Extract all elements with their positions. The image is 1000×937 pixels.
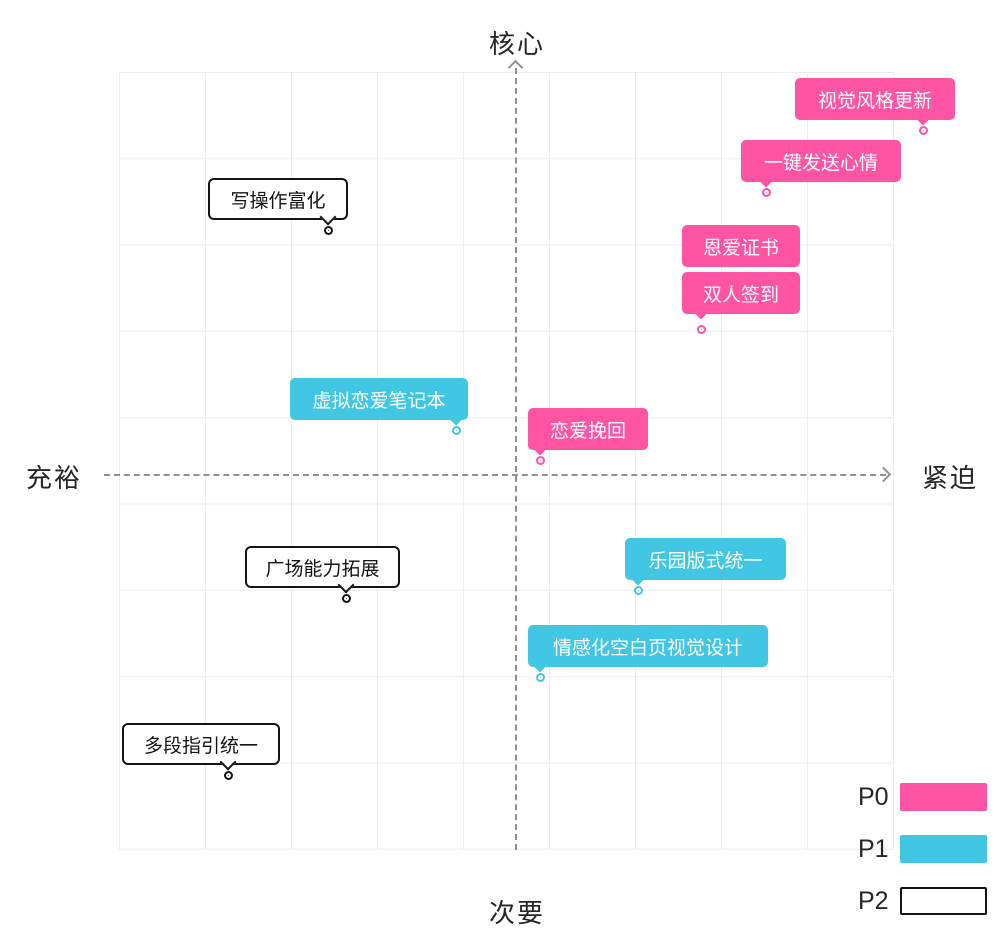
legend-label-p1: P1 (858, 834, 889, 863)
matrix-item: 广场能力拓展 (245, 546, 400, 601)
matrix-item: 多段指引统一 (122, 723, 280, 778)
axis-label-top: 核心 (489, 29, 546, 59)
matrix-item: 乐园版式统一 (625, 538, 786, 593)
item-dot (538, 458, 543, 463)
legend-swatch-p1 (900, 835, 987, 863)
legend-label-p2: P2 (858, 886, 889, 915)
legend-label-p0: P0 (858, 782, 889, 811)
legend: P0 P1 P2 (858, 782, 987, 937)
matrix-item: 恩爱证书 (682, 225, 800, 267)
item-card[interactable]: 广场能力拓展 (245, 546, 400, 588)
item-card[interactable]: 虚拟恋爱笔记本 (290, 378, 468, 420)
legend-row-p1: P1 (858, 834, 987, 864)
matrix-item: 一键发送心情 (741, 140, 901, 195)
matrix-item: 情感化空白页视觉设计 (528, 625, 768, 680)
item-dot (699, 327, 704, 332)
item-card[interactable]: 情感化空白页视觉设计 (528, 625, 768, 667)
matrix-item: 恋爱挽回 (528, 408, 648, 463)
matrix-item: 双人签到 (682, 272, 800, 332)
item-dot (454, 428, 459, 433)
item-dot (226, 773, 231, 778)
axis-label-right: 紧迫 (922, 463, 979, 493)
axis-label-left: 充裕 (26, 463, 83, 493)
item-card[interactable]: 视觉风格更新 (795, 78, 955, 120)
legend-swatch-p2 (900, 887, 987, 915)
axis-label-bottom: 次要 (489, 898, 546, 928)
matrix-item: 虚拟恋爱笔记本 (290, 378, 468, 433)
horizontal-axis-line (104, 474, 886, 476)
item-dot (764, 190, 769, 195)
item-card[interactable]: 多段指引统一 (122, 723, 280, 765)
item-card[interactable]: 写操作富化 (208, 178, 348, 220)
legend-row-p2: P2 (858, 886, 987, 916)
item-card[interactable]: 恋爱挽回 (528, 408, 648, 450)
item-dot (921, 128, 926, 133)
legend-row-p0: P0 (858, 782, 987, 812)
legend-swatch-p0 (900, 783, 987, 811)
item-dot (538, 675, 543, 680)
item-dot (326, 228, 331, 233)
item-card[interactable]: 恩爱证书 (682, 225, 800, 267)
matrix-item: 写操作富化 (208, 178, 348, 233)
item-dot (636, 588, 641, 593)
vertical-axis-line (515, 68, 517, 850)
item-dot (344, 596, 349, 601)
matrix-item: 视觉风格更新 (795, 78, 955, 133)
item-card[interactable]: 乐园版式统一 (625, 538, 786, 580)
